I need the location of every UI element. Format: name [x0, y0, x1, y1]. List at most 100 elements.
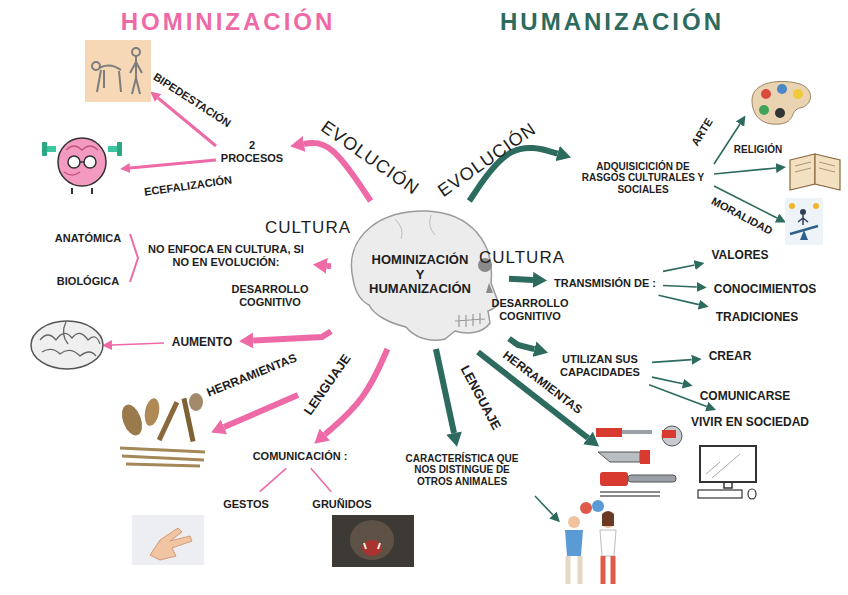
arrow-label: ECEFALIZACIÓN [143, 174, 233, 199]
node-text: AUMENTO [172, 336, 232, 350]
node-text: CARACTERÍSTICA QUE NOS DISTINGUE DE OTRO… [396, 453, 528, 488]
tool-picture [662, 426, 682, 446]
brain-icon [64, 146, 98, 175]
balance-picture [813, 203, 819, 209]
concept-node: TRANSMISIÓN DE : [551, 275, 659, 292]
node-text: GRUÑIDOS [312, 498, 371, 511]
concept-node: 2 PROCESOS [218, 137, 286, 166]
connector [652, 360, 692, 363]
brain-icon [58, 138, 106, 186]
node-text: GESTOS [223, 498, 269, 511]
node-text: COMUNICACIÓN : [253, 450, 348, 463]
paint [761, 89, 771, 99]
connector [311, 468, 331, 491]
tool-picture [640, 450, 650, 464]
bracket-item: ANATÓMICA [55, 232, 121, 245]
node-text: ADQUISICICIÓN DE RASGOS CULTURALES Y SOC… [578, 161, 708, 196]
pointer-arrow [714, 124, 740, 164]
paint [775, 108, 785, 118]
node-text: UTILIZAN SUS CAPACIDADES [555, 353, 645, 378]
person-picture [565, 530, 583, 556]
paint [793, 89, 803, 99]
stone-tool [118, 402, 146, 438]
node-text: NO ENFOCA EN CULTURA, SI NO EN EVOLUCIÓN… [146, 243, 306, 268]
computer-picture [700, 446, 756, 482]
tool-picture [622, 430, 652, 434]
connector [327, 263, 331, 269]
node-text: TRANSMISIÓN DE : [554, 277, 656, 290]
pointer-arrow [714, 168, 776, 174]
person-picture [568, 556, 580, 584]
node-text: CONOCIMIENTOS [714, 283, 816, 297]
book-picture [795, 162, 835, 172]
book-picture [815, 154, 840, 190]
concept-node: COMUNICACIÓN : [250, 448, 351, 465]
concept-node: TRADICIONES [713, 309, 802, 327]
pointer-arrow [112, 343, 164, 345]
concept-node: GRUÑIDOS [309, 496, 374, 513]
tool-picture [600, 472, 628, 486]
arrow-label: MORALIDAD [709, 195, 774, 238]
concept-node: CREAR [706, 348, 755, 366]
connector [663, 286, 697, 287]
image-ground [785, 198, 823, 245]
speech-bubble [580, 502, 592, 514]
tool-picture [596, 428, 622, 437]
stone-tool [157, 401, 179, 441]
paint [777, 84, 787, 94]
skeleton-figure [132, 48, 140, 56]
dumbbell [46, 146, 56, 152]
speech-bubble [592, 500, 604, 512]
computer-picture [748, 489, 756, 499]
skeleton-figure [97, 65, 121, 92]
gorilla-picture [364, 543, 380, 549]
skeleton-figure [130, 56, 142, 94]
brain-picture [40, 322, 100, 356]
pointer-arrow [535, 496, 553, 515]
gorilla-picture [350, 520, 394, 560]
arrow-label: RELIGIÓN [734, 144, 782, 156]
connector [663, 265, 695, 271]
skull-outline [351, 211, 497, 340]
tool-picture [598, 452, 640, 462]
section-heading: HOMINIZACIÓN [121, 8, 336, 36]
image-ground [85, 40, 151, 102]
arrow-label: HERRAMIENTAS [500, 349, 585, 418]
connector [649, 385, 707, 407]
bracket-item: BIOLÓGICA [57, 275, 119, 288]
branch-label: LENGUAJE [457, 363, 503, 433]
concept-node: VALORES [708, 247, 771, 265]
node-text: CREAR [709, 350, 752, 364]
connectors [253, 143, 707, 492]
brain-icon [72, 188, 92, 194]
palette-picture [752, 81, 811, 124]
tool-picture [628, 475, 676, 482]
illustrations [31, 40, 840, 584]
branch-label: LENGUAJE [302, 352, 355, 419]
hand-picture [150, 528, 192, 560]
gorilla-picture [332, 515, 414, 567]
connector [659, 295, 699, 304]
tool-picture [600, 492, 660, 496]
dumbbell [117, 142, 122, 156]
concept-node: COMUNICARSE [697, 388, 794, 406]
concept-node: GESTOS [220, 496, 272, 513]
node-text: VIVIR EN SOCIEDAD [691, 416, 809, 430]
computer-picture [706, 454, 740, 478]
node-text: HOMINIZACIÓN Y HUMANIZACIÓN [369, 253, 471, 298]
arrow-label: ARTE [689, 116, 716, 148]
stone-tool [120, 448, 205, 466]
person-picture [602, 511, 614, 526]
pointer-arrow [224, 395, 298, 427]
concept-node: CARACTERÍSTICA QUE NOS DISTINGUE DE OTRO… [393, 451, 531, 490]
branch-label: DESARROLLO COGNITIVO [480, 297, 580, 322]
bracket [130, 234, 138, 282]
tool-picture [662, 430, 676, 438]
central-node: HOMINIZACIÓN Y HUMANIZACIÓN [335, 205, 505, 345]
skeleton-figure [92, 62, 100, 70]
arrow-label: HERRAMIENTAS [205, 352, 299, 401]
image-ground [132, 515, 204, 565]
